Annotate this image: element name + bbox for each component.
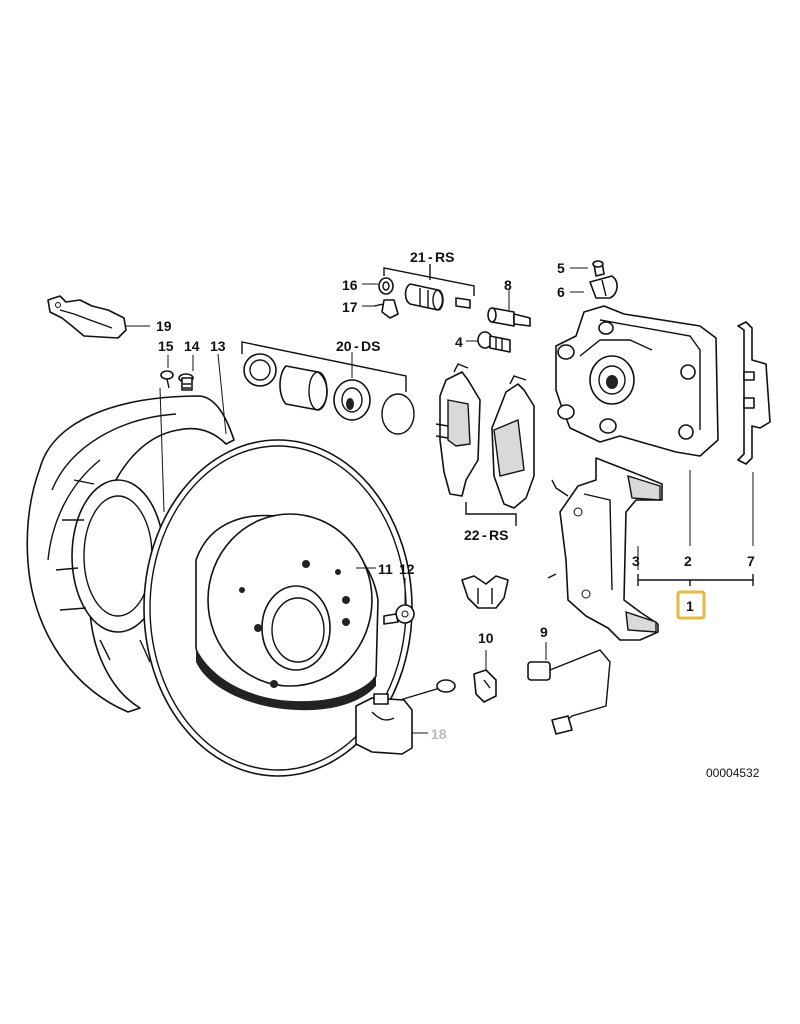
part-17-bleeder-valve[interactable]: [373, 299, 399, 319]
label-4[interactable]: 4: [455, 334, 463, 350]
label-22-suffix: RS: [489, 527, 508, 543]
part-19-bracket[interactable]: [47, 295, 127, 339]
highlight-box: [676, 590, 706, 620]
part-21-guide-bushing[interactable]: [404, 283, 471, 311]
part-5-bleeder-valve[interactable]: [592, 260, 605, 277]
part-4-bolt[interactable]: [477, 331, 511, 353]
part-11-brake-disc[interactable]: [143, 439, 413, 777]
part-7-spring-clip[interactable]: [737, 321, 771, 465]
part-20-piston-kit[interactable]: [241, 341, 415, 435]
label-21-dash: -: [428, 249, 433, 265]
part-22-brake-pad-left[interactable]: [435, 363, 481, 497]
label-8[interactable]: 8: [504, 277, 512, 293]
label-18[interactable]: 18: [431, 726, 447, 742]
part-18-wear-sensor[interactable]: [355, 679, 456, 755]
part-15-screw[interactable]: [160, 370, 174, 389]
label-22-dash: -: [482, 527, 487, 543]
label-20-suffix: DS: [361, 338, 380, 354]
label-5[interactable]: 5: [557, 260, 565, 276]
part-13-backing-plate[interactable]: [26, 395, 235, 713]
part-9-wear-indicator[interactable]: [527, 649, 611, 735]
label-9[interactable]: 9: [540, 624, 548, 640]
label-21-suffix: RS: [435, 249, 454, 265]
label-20-dash: -: [354, 338, 359, 354]
part-22-brake-pad-right[interactable]: [491, 375, 535, 509]
diagram-code: 00004532: [706, 766, 760, 780]
label-17[interactable]: 17: [342, 299, 358, 315]
label-6[interactable]: 6: [557, 284, 565, 300]
label-19[interactable]: 19: [156, 318, 172, 334]
label-13[interactable]: 13: [210, 338, 226, 354]
label-20[interactable]: 20: [336, 338, 352, 354]
label-22[interactable]: 22: [464, 527, 480, 543]
label-15[interactable]: 15: [158, 338, 174, 354]
label-14[interactable]: 14: [184, 338, 200, 354]
part-6-cap[interactable]: [589, 275, 618, 299]
label-10[interactable]: 10: [478, 630, 494, 646]
label-11[interactable]: 11: [378, 561, 393, 577]
part-12-bolt[interactable]: [383, 604, 415, 625]
part-16-bleeder-cap[interactable]: [378, 277, 394, 295]
part-14-bolt[interactable]: [178, 373, 194, 391]
label-1[interactable]: 1: [686, 598, 694, 614]
label-16[interactable]: 16: [342, 277, 358, 293]
label-2[interactable]: 2: [684, 553, 692, 569]
part-8-guide-bolt[interactable]: [487, 307, 531, 327]
part-3-caliper-carrier[interactable]: [547, 457, 663, 641]
part-10-cable-clip[interactable]: [461, 575, 509, 703]
label-3[interactable]: 3: [632, 553, 640, 569]
part-21-repair-kit[interactable]: [383, 264, 475, 296]
part-2-brake-caliper[interactable]: [555, 305, 719, 457]
label-21[interactable]: 21: [410, 249, 426, 265]
label-12[interactable]: 12: [399, 561, 415, 577]
label-7[interactable]: 7: [747, 553, 755, 569]
